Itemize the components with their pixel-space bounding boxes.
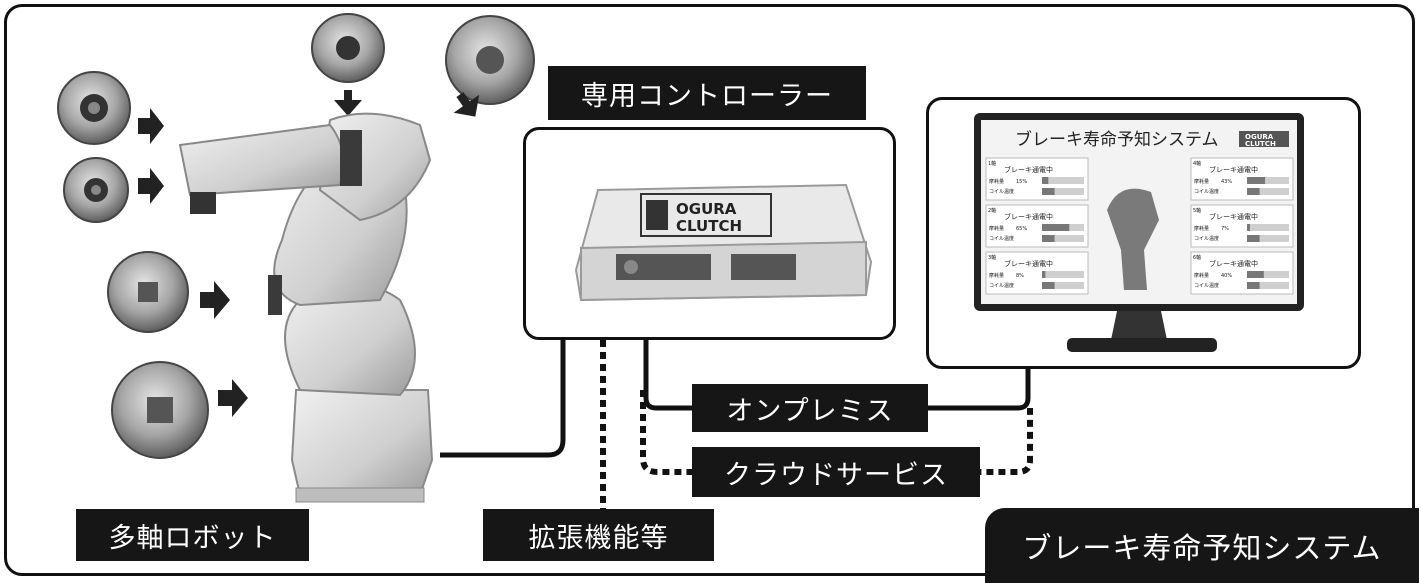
panel-value: 7% bbox=[1221, 226, 1229, 232]
wear-bar-fill bbox=[1247, 271, 1264, 278]
panel-axis-label: 2軸 bbox=[988, 207, 996, 214]
wear-bar-track bbox=[1042, 177, 1084, 184]
temp-bar-fill bbox=[1042, 235, 1055, 242]
wear-bar-track bbox=[1247, 177, 1289, 184]
onpremise-label: オンプレミス bbox=[692, 384, 928, 432]
screen-title: ブレーキ寿命予知システム bbox=[1015, 129, 1219, 150]
panel-status: ブレーキ通電中 bbox=[1004, 212, 1053, 221]
panel-axis-label: 5軸 bbox=[1193, 207, 1201, 214]
arrow-right-icon bbox=[138, 108, 164, 144]
panel-row1-label: 摩耗量 bbox=[1194, 225, 1209, 232]
arrow-down-icon bbox=[334, 90, 362, 116]
wear-bar-track bbox=[1042, 271, 1084, 278]
wear-bar-fill bbox=[1042, 271, 1046, 278]
robot-arm-image bbox=[178, 112, 434, 503]
panel-value: 40% bbox=[1221, 273, 1232, 279]
temp-bar-track bbox=[1247, 188, 1289, 195]
arrow-right-icon bbox=[218, 379, 248, 417]
panel-value: 15% bbox=[1016, 179, 1027, 185]
panel-value: 43% bbox=[1221, 179, 1232, 185]
wear-bar-track bbox=[1247, 224, 1289, 231]
panel-row2-label: コイル温度 bbox=[989, 188, 1014, 195]
brake-unit-icon bbox=[107, 251, 189, 333]
panel-row2-label: コイル温度 bbox=[1194, 282, 1219, 289]
wear-bar-fill bbox=[1042, 224, 1070, 231]
panel-status: ブレーキ通電中 bbox=[1209, 259, 1258, 268]
controller-device-image: OGURA CLUTCH bbox=[574, 183, 873, 302]
brake-unit-icon bbox=[445, 15, 535, 105]
wear-bar-fill bbox=[1042, 177, 1049, 184]
temp-bar-fill bbox=[1042, 282, 1055, 289]
panel-row1-label: 摩耗量 bbox=[1194, 272, 1209, 279]
temp-bar-fill bbox=[1247, 188, 1260, 195]
extension-label: 拡張機能等 bbox=[483, 509, 714, 561]
brake-unit-icon bbox=[111, 361, 209, 459]
panel-row1-label: 摩耗量 bbox=[1194, 178, 1209, 185]
panel-row2-label: コイル温度 bbox=[989, 235, 1014, 242]
panel-row1-label: 摩耗量 bbox=[989, 272, 1004, 279]
panel-row1-label: 摩耗量 bbox=[989, 178, 1004, 185]
panel-row1-label: 摩耗量 bbox=[989, 225, 1004, 232]
controller-logo-line1: OGURA bbox=[676, 200, 737, 218]
cloud-label: クラウドサービス bbox=[692, 447, 980, 497]
temp-bar-track bbox=[1247, 282, 1289, 289]
panel-axis-label: 6軸 bbox=[1193, 254, 1201, 261]
panel-status: ブレーキ通電中 bbox=[1209, 212, 1258, 221]
panel-row2-label: コイル温度 bbox=[1194, 235, 1219, 242]
wear-bar-fill bbox=[1247, 224, 1250, 231]
temp-bar-track bbox=[1247, 235, 1289, 242]
robot-label: 多軸ロボット bbox=[76, 509, 309, 561]
arrow-right-icon bbox=[138, 168, 164, 204]
panel-row2-label: コイル温度 bbox=[1194, 188, 1219, 195]
temp-bar-track bbox=[1042, 235, 1084, 242]
arrow-down-icon bbox=[453, 92, 480, 117]
panel-axis-label: 1軸 bbox=[988, 160, 996, 167]
controller-label: 専用コントローラー bbox=[548, 66, 866, 120]
screen-logo-line1: OGURA bbox=[1245, 133, 1274, 141]
system-label: ブレーキ寿命予知システム bbox=[985, 508, 1419, 583]
wear-bar-fill bbox=[1247, 177, 1266, 184]
temp-bar-track bbox=[1042, 188, 1084, 195]
robot-controller-line bbox=[440, 340, 566, 458]
brake-unit-icon bbox=[57, 71, 131, 145]
panel-status: ブレーキ通電中 bbox=[1004, 259, 1053, 268]
temp-bar-fill bbox=[1247, 235, 1260, 242]
panel-status: ブレーキ通電中 bbox=[1209, 165, 1258, 174]
brake-unit-icon bbox=[63, 157, 129, 223]
temp-bar-fill bbox=[1247, 282, 1260, 289]
screen-logo-line2: CLUTCH bbox=[1245, 140, 1276, 148]
brake-unit-icon bbox=[311, 13, 385, 83]
panel-value: 65% bbox=[1016, 226, 1027, 232]
panel-value: 8% bbox=[1016, 273, 1024, 279]
controller-logo-line2: CLUTCH bbox=[676, 217, 742, 235]
controller-box: OGURA CLUTCH bbox=[523, 127, 896, 340]
temp-bar-fill bbox=[1042, 188, 1055, 195]
temp-bar-track bbox=[1042, 282, 1084, 289]
panel-axis-label: 3軸 bbox=[988, 254, 996, 261]
cloud-dotted-line bbox=[640, 390, 1033, 475]
wear-bar-track bbox=[1247, 271, 1289, 278]
panel-axis-label: 4軸 bbox=[1193, 160, 1201, 167]
arrow-right-icon bbox=[200, 281, 230, 319]
panel-status: ブレーキ通電中 bbox=[1004, 165, 1053, 174]
panel-row2-label: コイル温度 bbox=[989, 282, 1014, 289]
